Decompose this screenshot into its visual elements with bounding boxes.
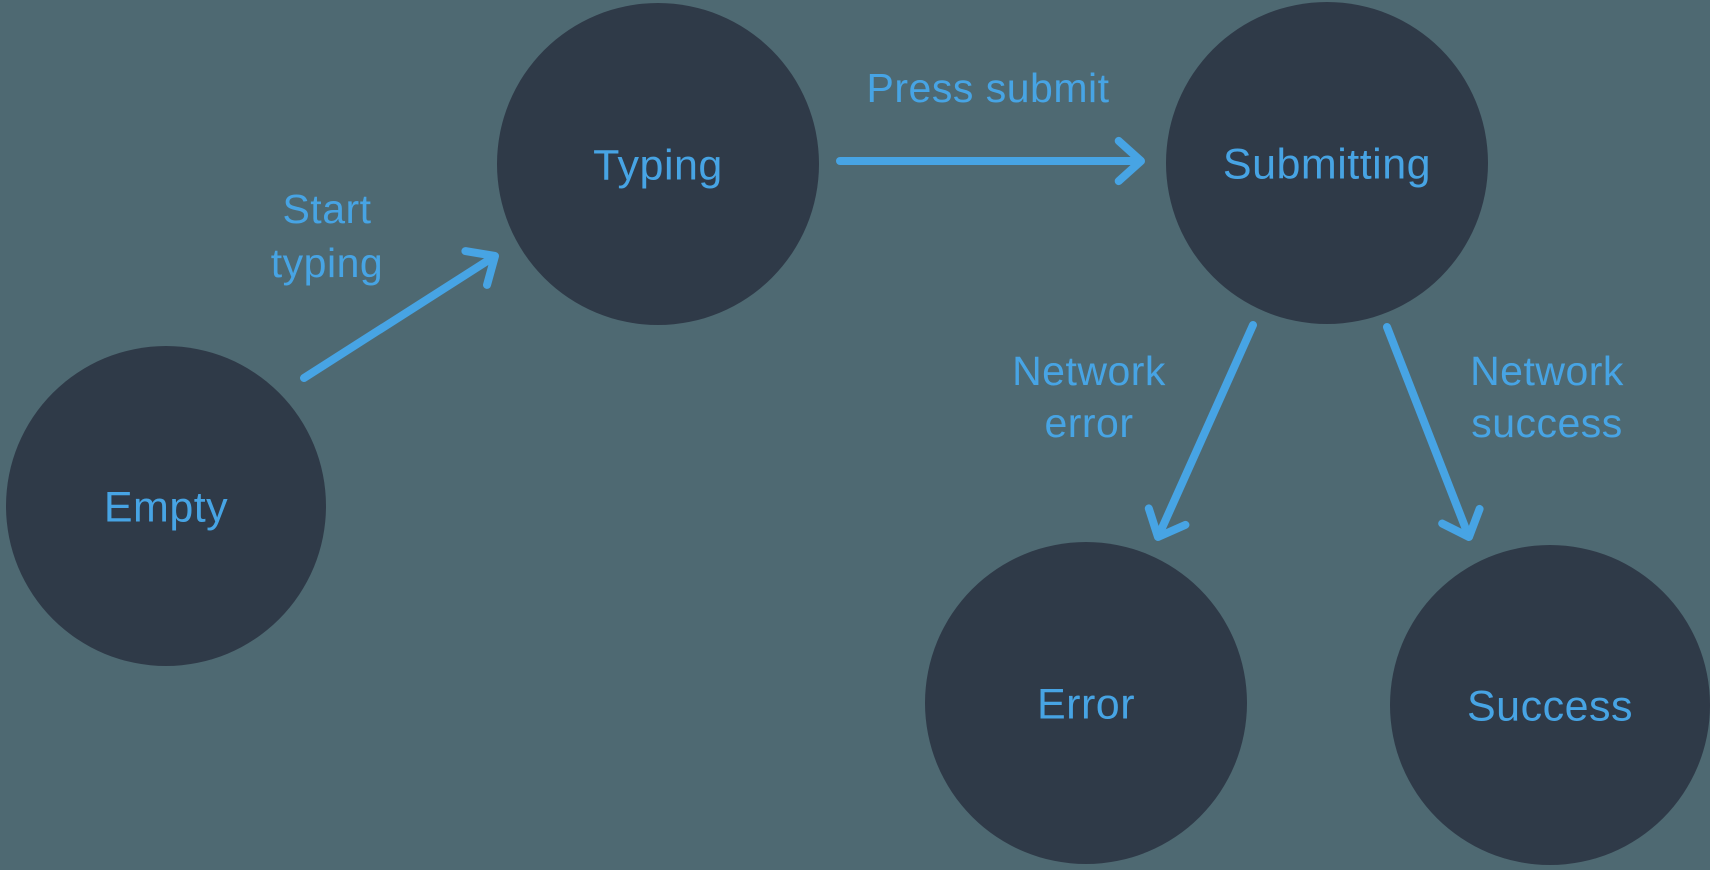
transition-label-network-success-line1: Network [1470, 348, 1624, 394]
state-label-error: Error [1037, 680, 1135, 728]
arrow-head-press-submit [1114, 136, 1145, 186]
transition-label-network-success-line2: success [1471, 400, 1623, 446]
arrow-head-network-error [1144, 504, 1190, 541]
state-circle-empty [6, 346, 326, 666]
arrow-head-network-success [1438, 504, 1484, 541]
transition-network-error: Network error [1012, 321, 1257, 541]
state-node-success: Success [1390, 545, 1710, 865]
state-circle-success [1390, 545, 1710, 865]
transition-label-network-error-line2: error [1044, 400, 1133, 446]
transition-network-success: Network success [1383, 323, 1624, 541]
transition-press-submit: Press submit [836, 65, 1145, 186]
arrow-head-start-typing [461, 247, 499, 289]
state-node-typing: Typing [497, 3, 819, 325]
state-circle-submitting [1166, 2, 1488, 324]
state-label-success: Success [1467, 682, 1633, 730]
transition-label-start-typing-line2: typing [271, 240, 383, 286]
state-label-empty: Empty [104, 483, 228, 531]
transition-start-typing: Start typing [271, 186, 499, 382]
state-node-error: Error [925, 542, 1247, 864]
arrow-shaft-network-success [1383, 323, 1471, 536]
arrow-shaft-network-error [1156, 321, 1257, 536]
state-circle-typing [497, 3, 819, 325]
state-label-submitting: Submitting [1223, 140, 1431, 188]
state-node-empty: Empty [6, 346, 326, 666]
state-label-typing: Typing [593, 141, 723, 189]
state-circle-error [925, 542, 1247, 864]
state-node-submitting: Submitting [1166, 2, 1488, 324]
arrow-shaft-start-typing [300, 255, 494, 382]
transition-label-start-typing-line1: Start [282, 186, 371, 232]
transition-label-network-error-line1: Network [1012, 348, 1166, 394]
transition-label-press-submit-line1: Press submit [867, 65, 1110, 111]
